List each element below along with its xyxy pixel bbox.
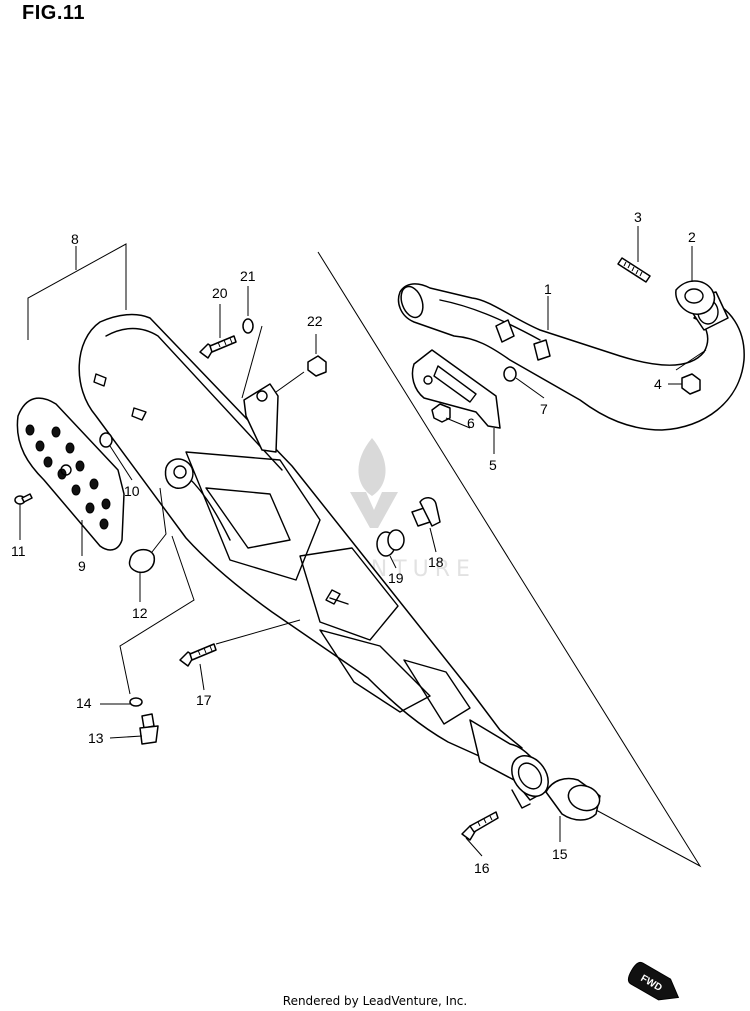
heat-guard-plate [16,397,125,551]
bracket-bolt-washer [242,318,254,334]
tail-cap [545,777,601,821]
callout-11: 11 [11,543,26,559]
forward-direction-badge: FWD [627,961,680,1001]
bracket-mount-nut [307,355,327,377]
mount-damper [376,529,405,557]
figure-title: FIG.11 [22,2,86,24]
callout-14: 14 [76,695,92,711]
callout-17: 17 [196,692,212,708]
callout-4: 4 [654,376,662,392]
callout-2: 2 [688,229,696,245]
callout-7: 7 [540,401,548,417]
assembly-frame-line [317,251,702,868]
leader-lines [19,226,707,857]
muffler-bolt [179,643,217,667]
callout-12: 12 [132,605,148,621]
guard-screw [14,493,33,505]
stud-bolt [617,257,651,283]
pipe-nut [681,373,701,395]
bracket-bolt [199,335,237,359]
callout-16: 16 [474,860,490,876]
exhaust-gasket [675,280,716,315]
callout-3: 3 [634,209,642,225]
callout-19: 19 [388,570,404,586]
mount-collar [411,497,441,527]
watermark-v-mark [350,492,398,528]
muffler-body [78,313,549,809]
callout-5: 5 [489,457,497,473]
callout-1: 1 [544,281,552,297]
callout-15: 15 [552,846,568,862]
callout-20: 20 [212,285,228,301]
bracket-nut [431,403,451,423]
guard-washer [99,432,113,448]
bracket-washer [503,366,517,382]
footer-credit: Rendered by LeadVenture, Inc. [282,994,468,1008]
callout-13: 13 [88,730,104,746]
exhaust-bracket [411,349,501,429]
callout-labels: 1 2 3 4 5 6 7 8 9 10 11 12 13 14 15 16 1… [11,209,696,876]
mount-grommet [128,548,156,574]
callout-10: 10 [124,483,140,499]
callout-8: 8 [71,231,79,247]
tail-bolt [461,811,499,841]
callout-22: 22 [307,313,323,329]
drain-washer [129,697,143,707]
callout-21: 21 [240,268,256,284]
drain-bolt [139,713,159,745]
callout-18: 18 [428,554,444,570]
callout-9: 9 [78,558,86,574]
watermark-flame-icon [358,438,386,496]
callout-6: 6 [467,415,475,431]
